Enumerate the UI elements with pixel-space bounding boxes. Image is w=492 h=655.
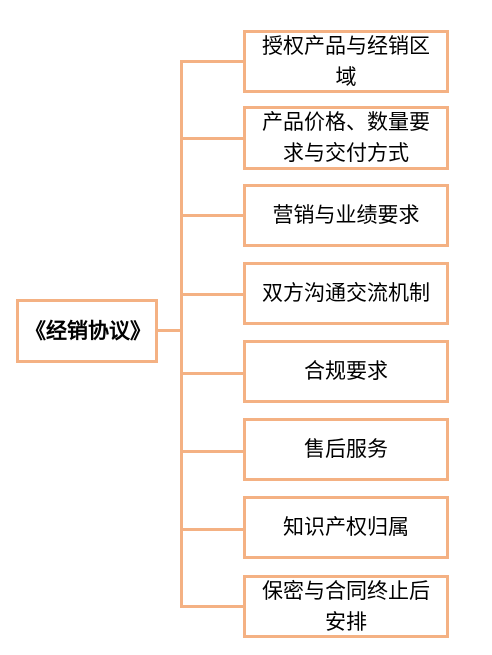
child-node-label: 授权产品与经销区域	[262, 33, 430, 89]
child-node-label: 合规要求	[304, 359, 388, 383]
branch-line-6	[180, 450, 243, 453]
branch-line-8	[180, 605, 243, 608]
child-node-label: 售后服务	[304, 437, 388, 461]
child-node-after-sales-service: 售后服务	[243, 418, 449, 481]
child-node-communication-mechanism: 双方沟通交流机制	[243, 262, 449, 325]
branch-line-7	[180, 528, 243, 531]
child-node-confidentiality-termination: 保密与合同终止后安排	[243, 575, 449, 638]
child-node-label: 双方沟通交流机制	[262, 281, 430, 305]
child-node-label: 保密与合同终止后安排	[262, 578, 430, 634]
vertical-spine-line	[180, 60, 183, 607]
child-node-intellectual-property: 知识产权归属	[243, 496, 449, 559]
branch-line-4	[180, 293, 243, 296]
branch-line-2	[180, 137, 243, 140]
child-node-label: 营销与业绩要求	[272, 203, 420, 227]
child-node-marketing-performance: 营销与业绩要求	[243, 184, 449, 247]
child-node-authorized-products-region: 授权产品与经销区域	[243, 30, 449, 93]
root-node-label: 《经销协议》	[25, 318, 151, 343]
root-connector-line	[158, 329, 182, 332]
branch-line-3	[180, 214, 243, 217]
branch-line-5	[180, 372, 243, 375]
branch-line-1	[180, 60, 243, 63]
child-node-label: 产品价格、数量要求与交付方式	[262, 110, 430, 165]
child-node-price-quantity-delivery: 产品价格、数量要求与交付方式	[243, 106, 449, 170]
child-node-label: 知识产权归属	[283, 515, 409, 539]
child-node-compliance: 合规要求	[243, 340, 449, 403]
root-node-distribution-agreement: 《经销协议》	[16, 299, 158, 363]
